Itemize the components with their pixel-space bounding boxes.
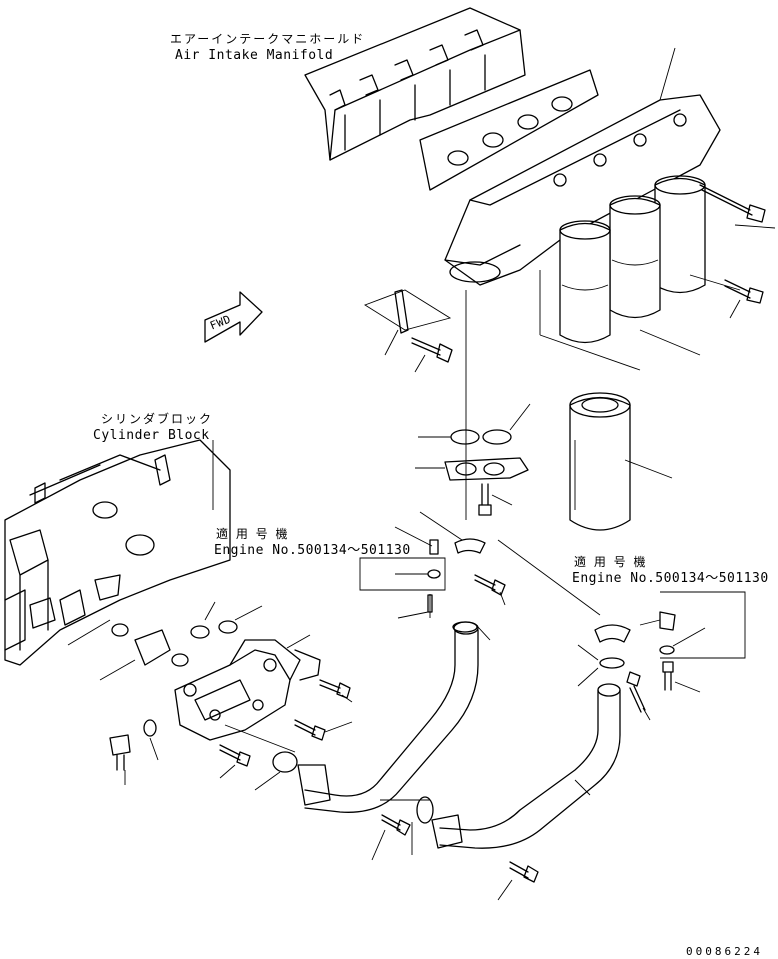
bolt-right-a bbox=[626, 671, 651, 721]
hose-clamp-left bbox=[394, 511, 601, 616]
o-ring-small-right bbox=[599, 657, 625, 669]
applicable-right-en: Engine No.500134～501130 bbox=[572, 571, 769, 586]
bolt-clamp bbox=[397, 574, 506, 619]
washer-right bbox=[659, 645, 675, 655]
bolt-bracket bbox=[411, 337, 453, 373]
block-label-en: Cylinder Block bbox=[93, 428, 210, 443]
leader-block bbox=[67, 619, 111, 646]
manifold-label-en: Air Intake Manifold bbox=[175, 48, 334, 63]
applicable-left-en: Engine No.500134～501130 bbox=[214, 543, 411, 558]
applicable-left-jp: 適 用 号 機 bbox=[216, 527, 290, 541]
bolt-tube-right bbox=[497, 861, 539, 901]
bolt-manifold-lower bbox=[724, 279, 764, 304]
manifold-label-jp: エアーインテークマニホールド bbox=[170, 32, 366, 46]
oil-tube-right bbox=[431, 683, 621, 849]
leader-adapter bbox=[286, 634, 311, 649]
applicable-box-right bbox=[660, 591, 746, 659]
filter-cartridges-mounted bbox=[559, 175, 706, 344]
leader-gasket bbox=[224, 724, 296, 753]
filter-head bbox=[444, 94, 721, 286]
fwd-arrow bbox=[204, 291, 263, 343]
o-rings-pair bbox=[418, 403, 531, 445]
gasket-seals bbox=[111, 601, 298, 791]
bolt-right-b bbox=[662, 661, 701, 693]
o-ring-tube-left bbox=[416, 796, 434, 824]
drawing-code: 00086224 bbox=[686, 945, 763, 958]
adapter-bolts bbox=[219, 679, 353, 779]
applicable-box-left bbox=[359, 557, 446, 591]
spacer-plate bbox=[384, 289, 409, 356]
cylinder-block bbox=[4, 439, 231, 666]
manifold-gasket bbox=[419, 69, 599, 191]
leader-lines-top bbox=[363, 47, 776, 371]
filter-cartridge bbox=[569, 392, 673, 531]
bolt-manifold-upper bbox=[699, 184, 766, 223]
applicable-right-jp: 適 用 号 機 bbox=[574, 555, 648, 569]
washer-left bbox=[427, 569, 441, 579]
connector-gasket bbox=[415, 457, 529, 481]
hose-clamp-right bbox=[594, 611, 676, 643]
leader-block-2 bbox=[99, 659, 136, 681]
oil-tube-left bbox=[297, 621, 479, 813]
block-label-jp: シリンダブロック bbox=[101, 412, 214, 426]
air-intake-manifold bbox=[304, 7, 526, 161]
oil-cooler-adapter bbox=[174, 639, 321, 741]
bolt-vertical bbox=[478, 483, 513, 516]
bolt-tube-left bbox=[371, 814, 411, 861]
plug-bolt bbox=[109, 734, 131, 785]
